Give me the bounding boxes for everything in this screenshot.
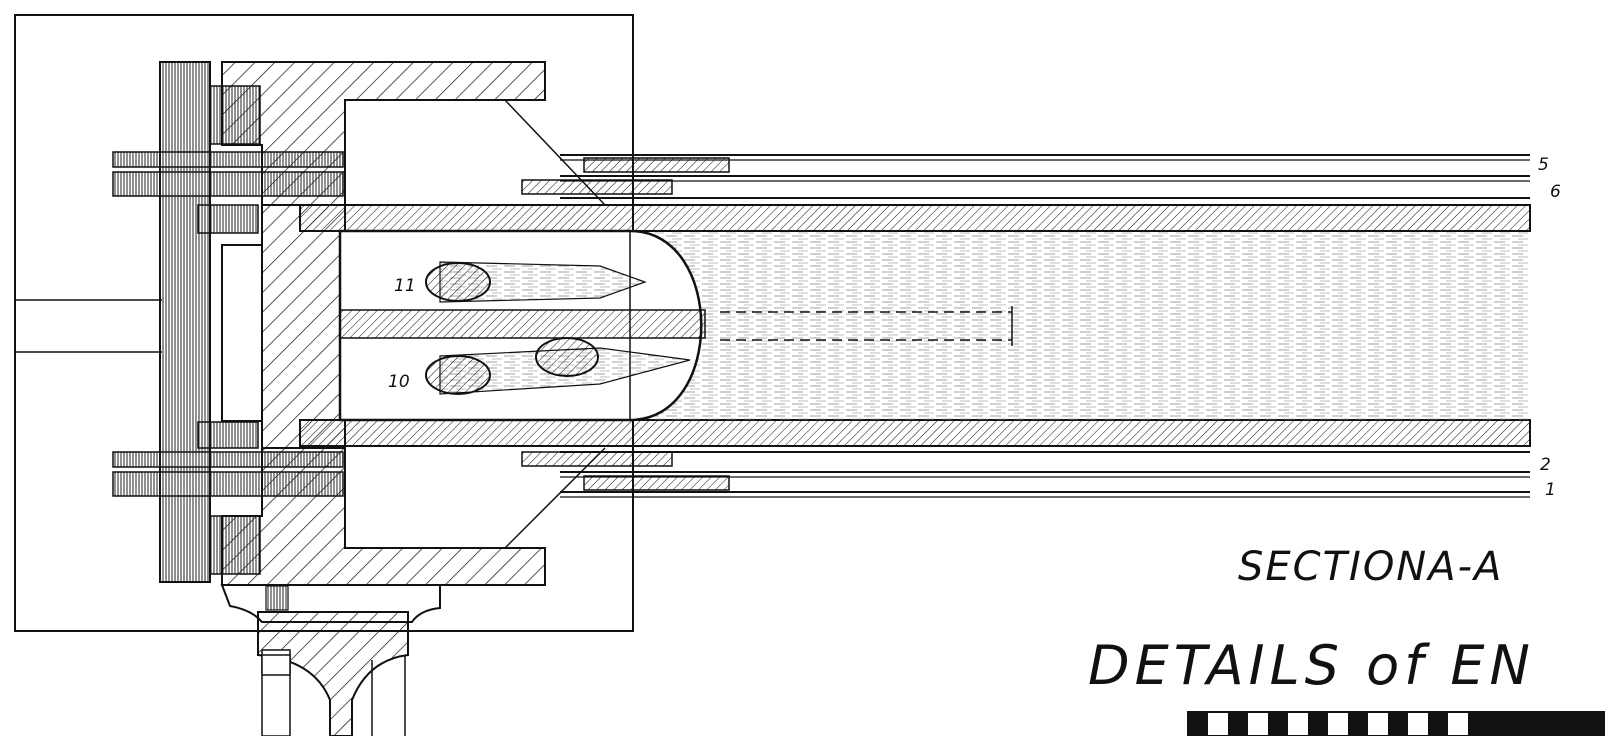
section-caption: SECTIONA-A: [1238, 544, 1503, 590]
barrel-tube: [299, 204, 1531, 447]
part-label-10: 10: [388, 372, 410, 392]
part-label-1: 1: [1545, 480, 1556, 500]
part-label-5: 5: [1538, 155, 1549, 175]
piston-body: [261, 204, 346, 449]
drawing-title: DETAILS of EN: [1088, 634, 1535, 697]
part-label-6: 6: [1550, 182, 1561, 202]
cartridge-upper: [425, 261, 647, 303]
part-label-11: 11: [394, 276, 416, 296]
scale-bar: [1187, 711, 1605, 736]
cartridge-lower: [425, 337, 691, 395]
part-label-2: 2: [1540, 455, 1551, 475]
outer-sleeves: [521, 154, 1530, 498]
pedestal: [220, 584, 441, 736]
flange-lower: [221, 447, 606, 586]
